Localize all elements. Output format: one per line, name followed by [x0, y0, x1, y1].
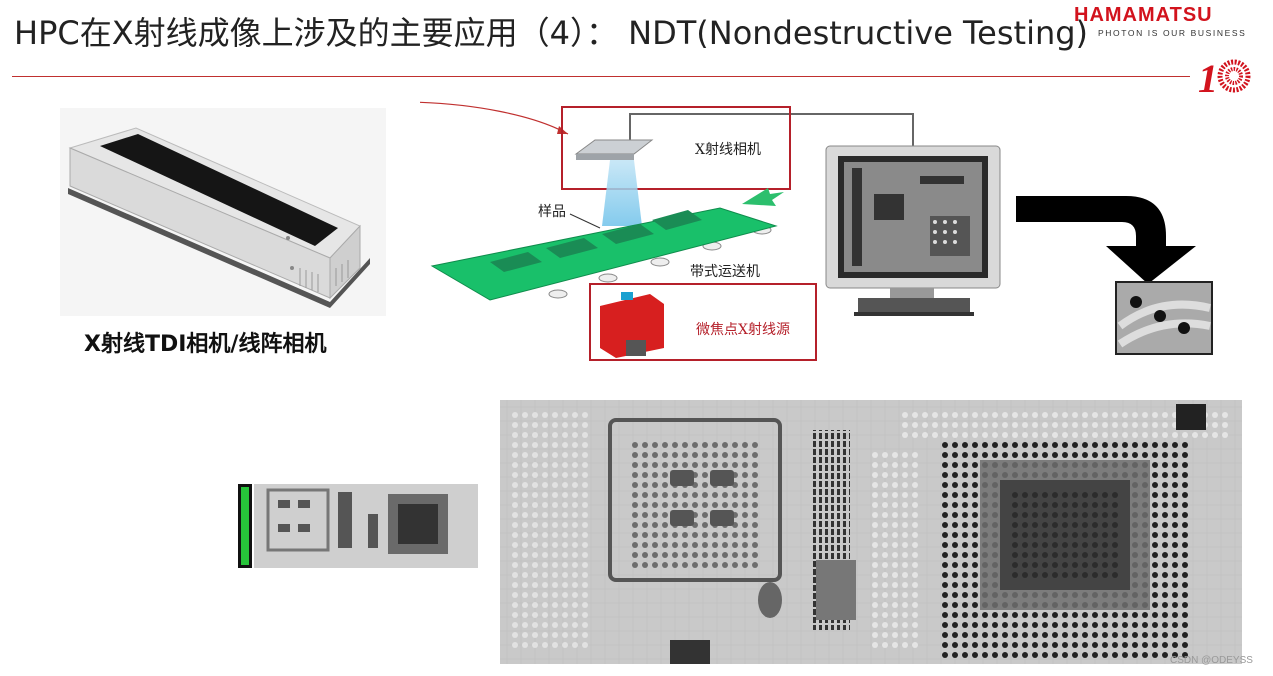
- conveyor-label: 带式运送机: [690, 264, 760, 280]
- xray-source-box: [589, 283, 817, 361]
- slide-title: HPC在X射线成像上涉及的主要应用（4）： NDT(Nondestructive…: [14, 14, 1089, 52]
- xray-inspection-diagram: X射线相机 样品 带式运送机 微焦点X射线源: [420, 101, 1213, 361]
- brand-logo-name: HAMAMATSU: [1074, 4, 1213, 26]
- title-divider: [12, 76, 1190, 77]
- svg-text:1: 1: [1198, 56, 1218, 100]
- anniversary-logo: 1: [1198, 56, 1251, 100]
- tdi-camera-photo: [60, 108, 386, 316]
- bga-detail: [1115, 281, 1213, 355]
- scan-progress-bar: [241, 487, 249, 565]
- xray-scan-thumbnail: [238, 484, 478, 568]
- curved-arrow: [1016, 196, 1196, 284]
- brand-logo-tagline: PHOTON IS OUR BUSINESS: [1098, 28, 1247, 38]
- xray-camera-box: [561, 106, 791, 190]
- camera-caption: X射线TDI相机/线阵相机: [84, 332, 327, 357]
- monitor: [825, 145, 1001, 316]
- sample-label: 样品: [538, 204, 566, 220]
- xray-source-label: 微焦点X射线源: [696, 322, 790, 338]
- xray-pcb-image: [500, 400, 1242, 664]
- pointer-arrow: [420, 101, 569, 135]
- watermark: CSDN @ODEYSS: [1170, 655, 1253, 666]
- xray-camera-label: X射线相机: [695, 142, 761, 158]
